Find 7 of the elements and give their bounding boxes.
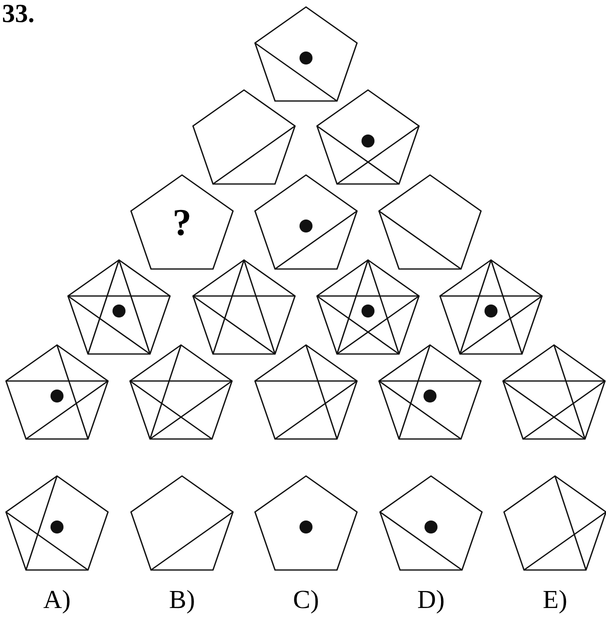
option-label: C)	[293, 587, 319, 613]
option-label: B)	[169, 587, 195, 613]
question-mark: ?	[172, 204, 192, 242]
option-label: D)	[417, 587, 445, 613]
question-number: 33.	[2, 0, 34, 29]
option-label: A)	[43, 587, 71, 613]
option-label: E)	[542, 587, 568, 613]
